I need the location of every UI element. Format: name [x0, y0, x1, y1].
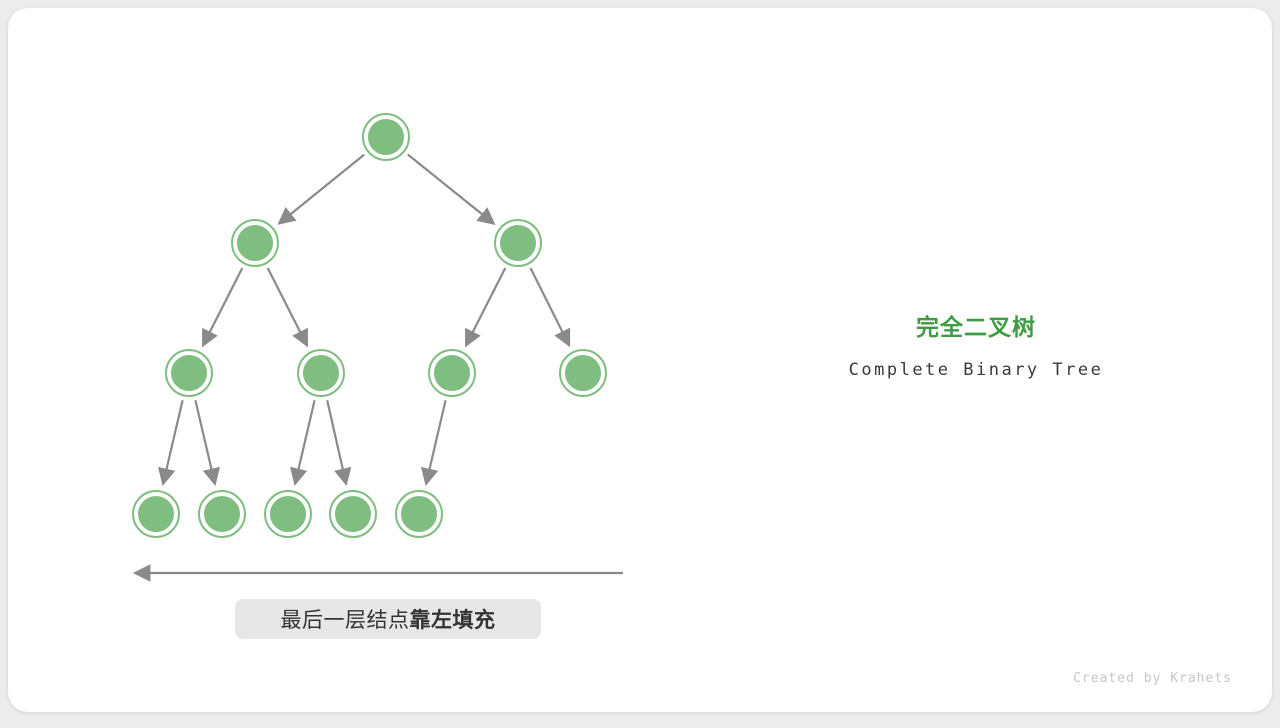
- credit-text: Created by Krahets: [1073, 671, 1232, 686]
- tree-node-circle: [201, 493, 243, 535]
- tree-edge: [277, 153, 365, 225]
- complete-binary-tree-diagram: [132, 113, 623, 582]
- caption-bold-text: 靠左填充: [409, 609, 496, 632]
- title-english: Complete Binary Tree: [848, 360, 1104, 380]
- tree-node-ring: [231, 219, 279, 267]
- tree-node: [198, 490, 246, 538]
- title-block: 完全二叉树 Complete Binary Tree: [796, 308, 1156, 380]
- tree-node-circle: [431, 352, 473, 394]
- tree-node-circle: [267, 493, 309, 535]
- tree-node-ring: [198, 490, 246, 538]
- tree-node: [264, 490, 312, 538]
- tree-node-ring: [165, 349, 213, 397]
- tree-node-circle: [497, 222, 539, 264]
- tree-node: [494, 219, 542, 267]
- tree-node: [428, 349, 476, 397]
- tree-node-circle: [365, 116, 407, 158]
- tree-node-ring: [264, 490, 312, 538]
- tree-nodes: [132, 113, 607, 538]
- tree-edge: [158, 400, 184, 486]
- tree-node: [395, 490, 443, 538]
- tree-node-circle: [234, 222, 276, 264]
- tree-edge: [202, 267, 244, 348]
- tree-edges: [132, 153, 623, 582]
- tree-node-circle: [135, 493, 177, 535]
- caption-badge: 最后一层结点靠左填充: [235, 599, 541, 639]
- tree-node: [231, 219, 279, 267]
- tree-node-ring: [559, 349, 607, 397]
- tree-edge: [407, 153, 496, 225]
- tree-edge: [290, 400, 316, 486]
- tree-node: [132, 490, 180, 538]
- tree-node-ring: [395, 490, 443, 538]
- tree-edge: [326, 400, 352, 486]
- tree-node: [362, 113, 410, 161]
- tree-edge: [529, 267, 571, 348]
- tree-edge: [194, 400, 220, 486]
- tree-node-ring: [428, 349, 476, 397]
- caption-text: 最后一层结点: [280, 609, 410, 632]
- tree-node-ring: [132, 490, 180, 538]
- tree-edge: [465, 267, 507, 348]
- tree-node-circle: [562, 352, 604, 394]
- tree-edge: [266, 267, 308, 348]
- tree-node-ring: [362, 113, 410, 161]
- tree-node-circle: [332, 493, 374, 535]
- canvas-card: 最后一层结点靠左填充 完全二叉树 Complete Binary Tree Cr…: [8, 8, 1272, 712]
- tree-node-circle: [300, 352, 342, 394]
- tree-edge: [421, 400, 447, 486]
- tree-node-ring: [494, 219, 542, 267]
- tree-node-circle: [168, 352, 210, 394]
- tree-node: [165, 349, 213, 397]
- tree-node: [329, 490, 377, 538]
- title-chinese: 完全二叉树: [916, 314, 1036, 340]
- tree-node-circle: [398, 493, 440, 535]
- tree-node: [559, 349, 607, 397]
- tree-node-ring: [297, 349, 345, 397]
- tree-node: [297, 349, 345, 397]
- tree-node-ring: [329, 490, 377, 538]
